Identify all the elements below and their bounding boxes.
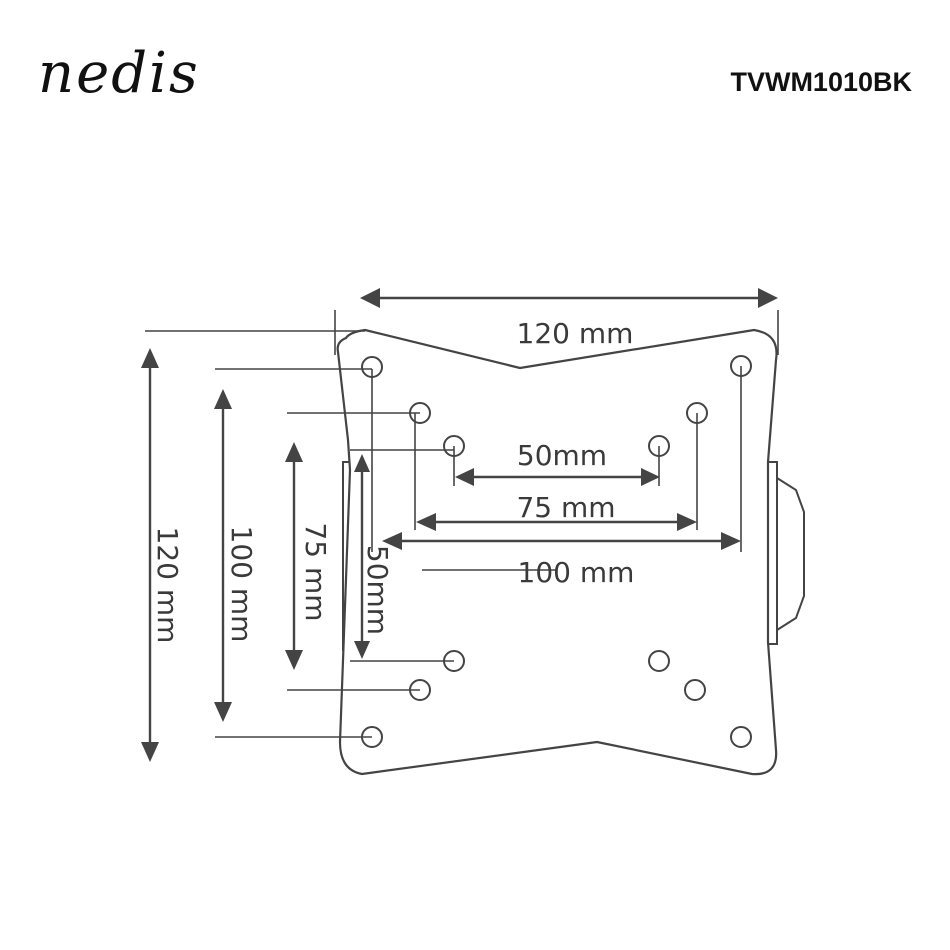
dim-label-h-100: 100 mm — [518, 556, 635, 589]
hole-br-75 — [684, 679, 706, 701]
dim-horizontal-75: 75 mm — [416, 491, 697, 531]
dim-label-v-50: 50mm — [361, 545, 394, 635]
hole-br-100 — [730, 726, 752, 748]
dim-vertical-75: 75 mm — [285, 442, 332, 670]
dim-label-h-75: 75 mm — [516, 491, 615, 524]
dim-top-120: 120 mm — [360, 288, 778, 350]
vertical-guides — [334, 310, 779, 552]
dim-vertical-100: 100 mm — [214, 389, 258, 722]
horizontal-guides — [145, 330, 454, 738]
hole-br-50 — [648, 650, 670, 672]
mounting-plate — [336, 328, 778, 776]
dim-vertical-120: 120 mm — [141, 348, 184, 762]
dim-label-v-120: 120 mm — [151, 527, 184, 644]
dim-horizontal-50: 50mm — [455, 439, 660, 486]
dim-horizontal-100: 100 mm — [382, 532, 741, 589]
dim-label-top-120: 120 mm — [517, 317, 634, 350]
model-number: TVWM1010BK — [730, 67, 912, 97]
dim-label-v-75: 75 mm — [299, 522, 332, 621]
brand-logo: nedis — [38, 41, 200, 106]
side-mount-knob — [776, 476, 805, 632]
dim-label-v-100: 100 mm — [225, 526, 258, 643]
dim-label-h-50: 50mm — [517, 439, 607, 472]
dim-vertical-50: 50mm — [354, 454, 394, 659]
